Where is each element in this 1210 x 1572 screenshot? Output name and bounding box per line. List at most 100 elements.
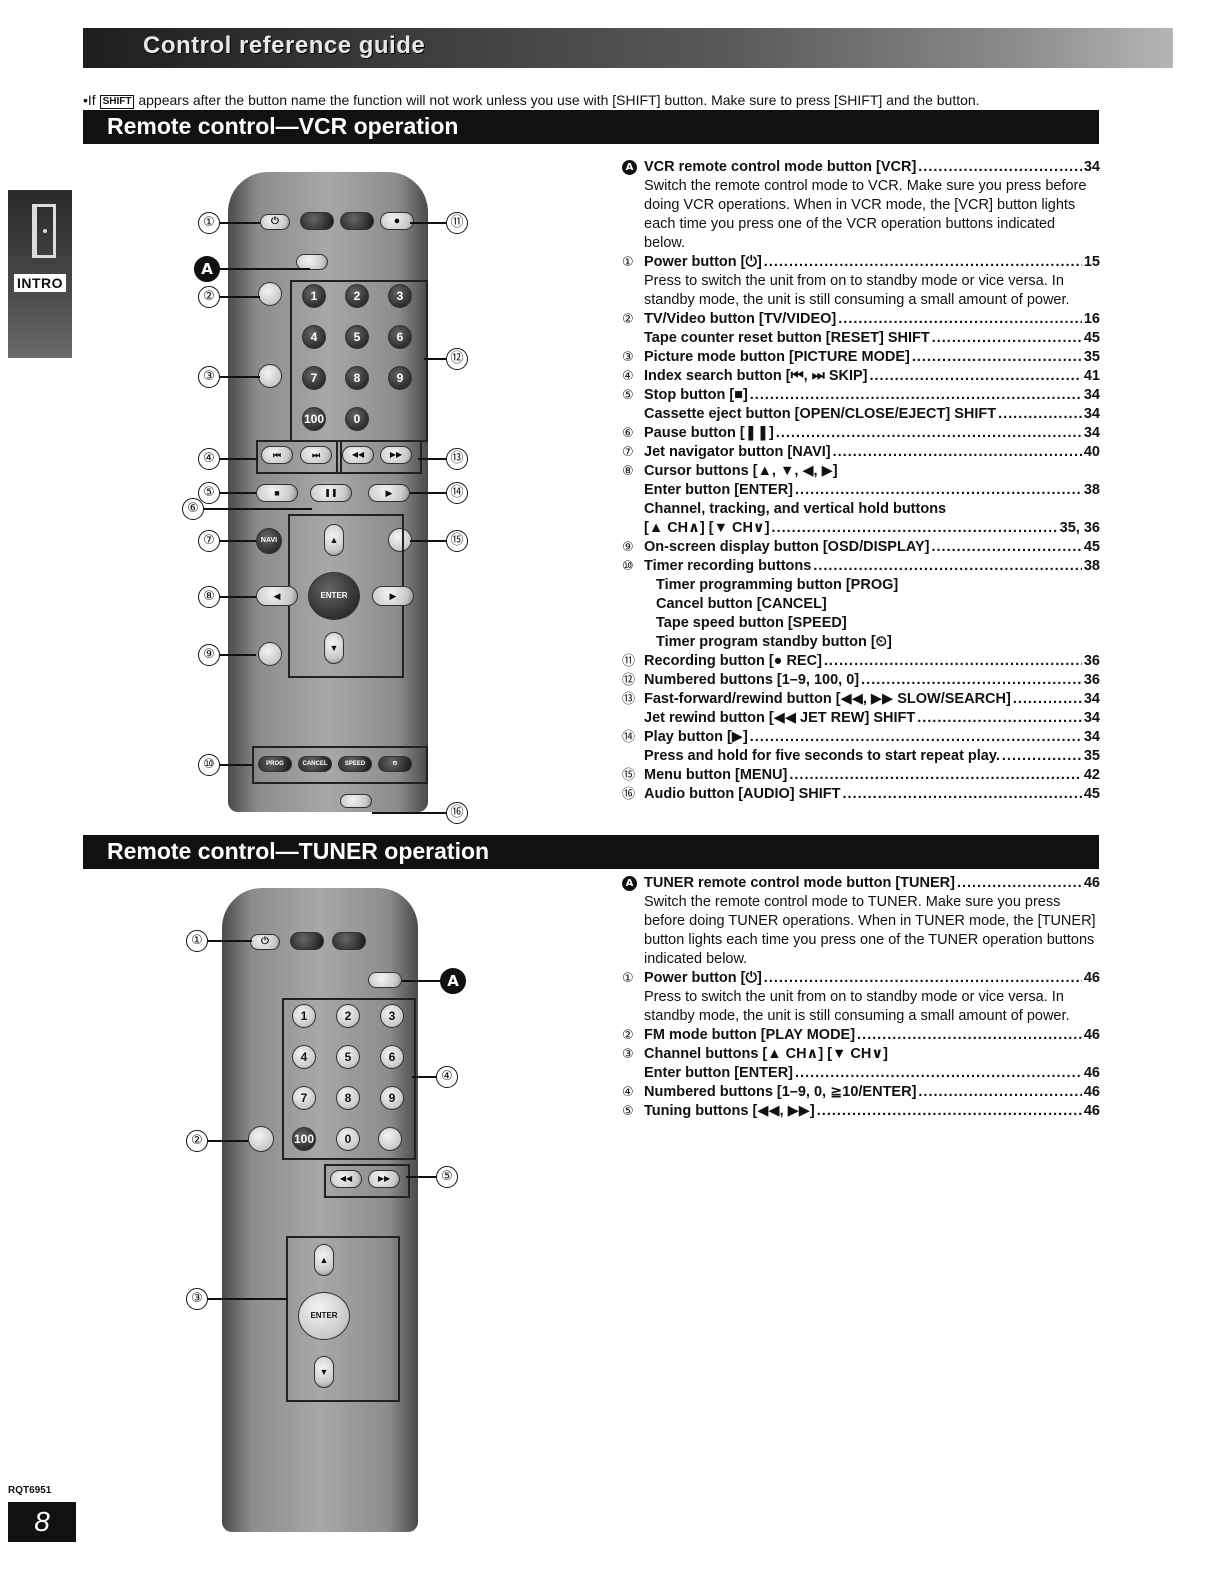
callout-line xyxy=(220,596,256,598)
item-page: 35, 36 xyxy=(1059,520,1100,536)
item-label: On-screen display button [OSD/DISPLAY] xyxy=(644,539,930,555)
callout-marker: ② xyxy=(186,1130,208,1152)
leader-dots xyxy=(998,405,1082,424)
leader-dots xyxy=(957,874,1082,893)
reference-item: Enter button [ENTER]38 xyxy=(622,481,1100,500)
leader-dots xyxy=(833,443,1082,462)
tuner-section-heading: Remote control—TUNER operation xyxy=(83,835,1099,869)
leader-dots xyxy=(795,481,1082,500)
leader-dots xyxy=(817,1102,1082,1121)
sub-item: Cancel button [CANCEL] xyxy=(656,596,827,612)
item-label: TV/Video button [TV/VIDEO] xyxy=(644,311,837,327)
reference-item: Jet rewind button [◀◀ JET REW] SHIFT34 xyxy=(622,709,1100,728)
callout-line xyxy=(208,940,252,942)
callout-marker: ⑪ xyxy=(446,212,468,234)
callout-marker: ⑦ xyxy=(198,530,220,552)
item-label: Cursor buttons [▲, ▼, ◀, ▶] xyxy=(644,463,838,479)
leader-dots xyxy=(824,652,1082,671)
item-label: Numbered buttons [1–9, 100, 0] xyxy=(644,672,860,688)
item-description: Press to switch the unit from on to stan… xyxy=(644,273,1070,308)
callout-line xyxy=(410,492,446,494)
leader-dots xyxy=(931,538,1081,557)
sub-item: Timer program standby button [⏲] xyxy=(656,634,892,650)
leader-dots xyxy=(918,1083,1081,1102)
callout-line xyxy=(402,980,440,982)
item-marker: ③ xyxy=(622,350,634,365)
number-button: 7 xyxy=(292,1086,316,1110)
item-marker: ⑤ xyxy=(622,388,634,403)
tune-down-button: ◀◀ xyxy=(330,1170,362,1188)
item-label: [▲ CH∧] [▼ CH∨] xyxy=(644,520,770,536)
item-page: 35 xyxy=(1083,748,1100,764)
item-label: Enter button [ENTER] xyxy=(644,482,794,498)
reference-item: ⑨On-screen display button [OSD/DISPLAY]4… xyxy=(622,538,1100,557)
enter-10-button xyxy=(378,1127,402,1151)
item-page: 46 xyxy=(1083,1084,1100,1100)
item-label: Picture mode button [PICTURE MODE] xyxy=(644,349,910,365)
callout-line xyxy=(204,508,312,510)
leader-dots xyxy=(813,557,1082,576)
number-button: 7 xyxy=(302,366,326,390)
number-button: 9 xyxy=(380,1086,404,1110)
item-label: VCR remote control mode button [VCR] xyxy=(644,159,917,175)
item-label: Cassette eject button [OPEN/CLOSE/EJECT]… xyxy=(644,406,997,422)
side-tab-label: INTRO xyxy=(14,274,67,292)
item-label: Menu button [MENU] xyxy=(644,767,788,783)
osd-display-button xyxy=(258,642,282,666)
item-label: Jet navigator button [NAVI] xyxy=(644,444,831,460)
item-page: 40 xyxy=(1083,444,1100,460)
number-button: 3 xyxy=(380,1004,404,1028)
item-marker: ⑯ xyxy=(622,787,636,802)
number-button: 4 xyxy=(292,1045,316,1069)
play-mode-button xyxy=(248,1126,274,1152)
note-text: appears after the button name the functi… xyxy=(138,92,980,108)
number-button: 1 xyxy=(302,284,326,308)
callout-marker: ⑨ xyxy=(198,644,220,666)
leader-dots xyxy=(772,519,1058,538)
callout-line xyxy=(406,1176,436,1178)
channel-group xyxy=(286,1236,400,1402)
item-page: 34 xyxy=(1083,387,1100,403)
tv-video-button xyxy=(258,282,282,306)
number-button: 5 xyxy=(345,325,369,349)
stop-button: ■ xyxy=(256,484,298,502)
reference-item: [▲ CH∧] [▼ CH∨] 35, 36 xyxy=(622,519,1100,538)
item-label: Power button [⏻] xyxy=(644,970,762,986)
item-marker: ① xyxy=(622,971,634,986)
number-button: 3 xyxy=(388,284,412,308)
skip-forward-button: ⏭ xyxy=(300,446,332,464)
skip-back-button: ⏮ xyxy=(261,446,293,464)
navi-button: NAVI xyxy=(256,528,282,554)
callout-line xyxy=(410,222,446,224)
callout-marker: ⑤ xyxy=(198,482,220,504)
item-description: Switch the remote control mode to TUNER.… xyxy=(644,894,1096,967)
leader-dots xyxy=(912,348,1082,367)
tuning-group xyxy=(324,1164,410,1198)
item-label: Recording button [● REC] xyxy=(644,653,822,669)
callout-marker: ③ xyxy=(198,366,220,388)
item-page: 46 xyxy=(1083,970,1100,986)
bullet: • xyxy=(83,92,88,108)
number-button: 5 xyxy=(336,1045,360,1069)
callout-line xyxy=(418,458,446,460)
callout-line xyxy=(220,540,256,542)
item-marker: ⑥ xyxy=(622,426,634,441)
callout-line xyxy=(424,358,446,360)
leader-dots xyxy=(870,367,1082,386)
item-page: 35 xyxy=(1083,349,1100,365)
item-page: 45 xyxy=(1083,786,1100,802)
item-marker: ⑭ xyxy=(622,730,636,745)
picture-mode-button xyxy=(258,364,282,388)
callout-marker: ④ xyxy=(198,448,220,470)
number-button: 2 xyxy=(336,1004,360,1028)
tuner-remote-body xyxy=(222,888,418,1532)
leader-dots xyxy=(789,766,1082,785)
vcr-mode-button xyxy=(296,254,328,270)
item-marker: A xyxy=(622,876,637,891)
remote-button xyxy=(332,932,366,950)
shift-note: •If SHIFT appears after the button name … xyxy=(83,92,1183,109)
